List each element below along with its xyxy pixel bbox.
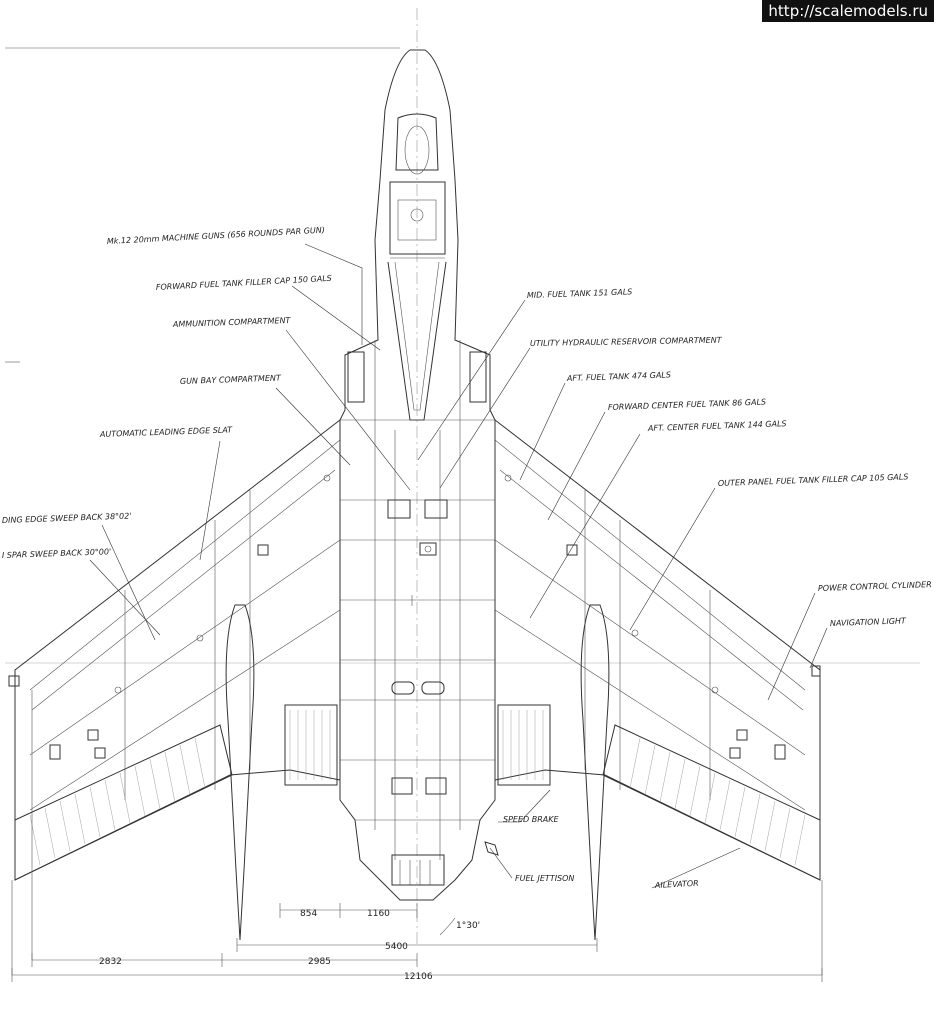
wing-panel bbox=[566, 544, 578, 556]
label-fuel-jettison: FUEL JETTISON bbox=[515, 874, 574, 883]
access-panel bbox=[425, 777, 447, 795]
label-aft-fuel-tank: AFT. FUEL TANK 474 GALS bbox=[566, 370, 671, 383]
leader-lines bbox=[89, 243, 828, 889]
dimension-lines: 854 1160 1°30' 5400 2832 2985 12106 bbox=[11, 690, 823, 982]
access-panel bbox=[391, 681, 415, 695]
label-ailevator: AILEVATOR bbox=[654, 879, 699, 890]
label-ammo-compartment: AMMUNITION COMPARTMENT bbox=[172, 316, 292, 329]
dim-2832: 2832 bbox=[99, 957, 122, 967]
access-panel bbox=[421, 681, 445, 695]
label-le-sweep: DING EDGE SWEEP BACK 38°02' bbox=[2, 511, 132, 525]
ailevator-right bbox=[602, 724, 821, 881]
canopy-frame bbox=[404, 125, 430, 175]
speed-brake-right bbox=[497, 704, 551, 786]
label-gun-bay: GUN BAY COMPARTMENT bbox=[180, 373, 282, 386]
label-fwd-fuel-cap: FORWARD FUEL TANK FILLER CAP 150 GALS bbox=[156, 274, 332, 292]
fuselage bbox=[339, 49, 496, 901]
access-panel bbox=[419, 542, 437, 556]
access-panel bbox=[391, 777, 413, 795]
fuel-jettison-pipe bbox=[484, 841, 499, 856]
right-wing bbox=[494, 418, 821, 941]
ailevator-left bbox=[14, 724, 233, 881]
wing-panel bbox=[729, 747, 741, 759]
dim-2985: 2985 bbox=[308, 957, 331, 967]
label-speed-brake: SPEED BRAKE bbox=[503, 815, 559, 824]
dim-12106: 12106 bbox=[404, 972, 433, 982]
label-machine-guns: Mk.12 20mm MACHINE GUNS (656 ROUNDS PAR … bbox=[107, 226, 325, 246]
access-panel bbox=[387, 499, 411, 519]
label-navigation-light: NAVIGATION LIGHT bbox=[830, 616, 907, 628]
wing-panel bbox=[94, 747, 106, 759]
label-leading-edge-slat: AUTOMATIC LEADING EDGE SLAT bbox=[99, 425, 234, 439]
label-hydraulic-reservoir: UTILITY HYDRAULIC RESERVOIR COMPARTMENT bbox=[530, 336, 723, 348]
wing-panel bbox=[87, 729, 99, 741]
dim-854: 854 bbox=[300, 909, 317, 919]
label-power-control-cylinder: POWER CONTROL CYLINDER bbox=[818, 580, 932, 593]
wing-fence-right bbox=[580, 604, 610, 941]
label-aft-center-tank: AFT. CENTER FUEL TANK 144 GALS bbox=[647, 419, 787, 433]
label-outer-panel-cap: OUTER PANEL FUEL TANK FILLER CAP 105 GAL… bbox=[718, 472, 909, 488]
left-wing bbox=[8, 418, 341, 941]
wing-panel bbox=[774, 744, 786, 760]
cockpit bbox=[389, 181, 446, 255]
label-mid-fuel-tank: MID. FUEL TANK 151 GALS bbox=[527, 287, 633, 300]
dim-angle: 1°30' bbox=[456, 921, 480, 931]
site-watermark: http://scalemodels.ru bbox=[762, 0, 934, 22]
callout-labels: Mk.12 20mm MACHINE GUNS (656 ROUNDS PAR … bbox=[2, 226, 932, 890]
gun-port-left bbox=[347, 351, 365, 403]
label-spar-sweep: I SPAR SWEEP BACK 30°00' bbox=[2, 547, 112, 560]
wing-panel bbox=[257, 544, 269, 556]
label-fwd-center-tank: FORWARD CENTER FUEL TANK 86 GALS bbox=[608, 397, 766, 412]
wing-panel bbox=[736, 729, 748, 741]
access-panel bbox=[424, 499, 448, 519]
speed-brake-left bbox=[284, 704, 338, 786]
wing-panel bbox=[49, 744, 61, 760]
dim-5400: 5400 bbox=[385, 942, 408, 952]
jet-exhaust bbox=[391, 854, 445, 886]
dim-1160: 1160 bbox=[367, 909, 390, 919]
wing-fence-left bbox=[225, 604, 255, 941]
gun-port-right bbox=[469, 351, 487, 403]
canopy bbox=[395, 113, 439, 171]
